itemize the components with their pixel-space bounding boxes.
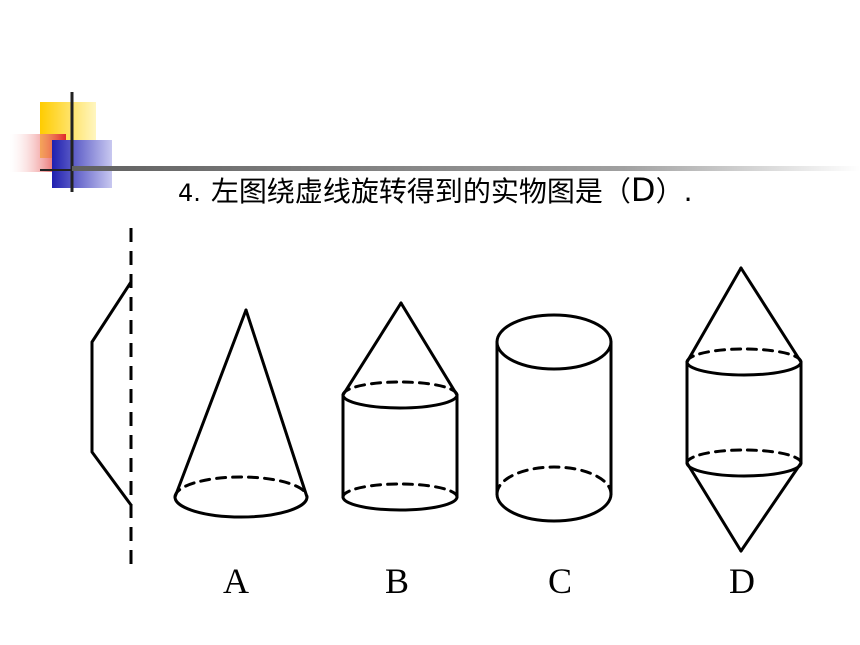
header-decoration (10, 92, 860, 192)
option-label-a: A (223, 561, 249, 601)
option-label-d: D (729, 561, 755, 601)
header-rule (72, 166, 860, 171)
question-stem: 左图绕虚线旋转得到的实物图是（ (210, 175, 631, 208)
option-label-c: C (547, 561, 572, 601)
solid-a-cone (173, 308, 309, 519)
profile-shape (90, 228, 133, 565)
solid-d-double-cone-cylinder (685, 266, 803, 553)
profile-outline (90, 280, 133, 507)
question-end: ）. (655, 175, 693, 208)
question-number: 4. (178, 179, 201, 207)
question-answer: D (630, 171, 656, 209)
option-label-b: B (384, 561, 409, 601)
solid-c-cylinder (495, 313, 613, 523)
question-text: 4. 左图绕虚线旋转得到的实物图是（D）. (178, 170, 692, 210)
logo-blue-square (52, 140, 112, 188)
solid-b-cone-cylinder (341, 301, 459, 512)
